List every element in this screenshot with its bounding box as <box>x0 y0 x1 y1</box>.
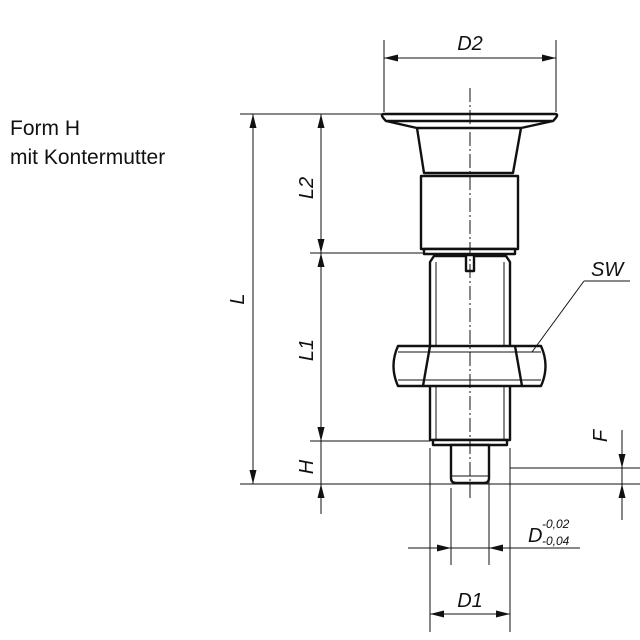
label-d2: D2 <box>457 33 483 55</box>
label-d-tol-upper: -0,02 <box>542 517 570 531</box>
label-h: H <box>296 459 318 474</box>
label-sw: SW <box>591 259 625 281</box>
label-f: F <box>590 428 612 442</box>
dimension-d: D -0,02 -0,04 <box>408 517 580 552</box>
dimension-l2: L2 <box>296 114 325 253</box>
form-subtitle: mit Kontermutter <box>10 146 166 169</box>
label-l1: L1 <box>296 339 318 361</box>
label-l: L <box>227 293 249 304</box>
form-caption: Form H mit Kontermutter <box>10 114 165 172</box>
label-d-tol-lower: -0,04 <box>542 534 570 548</box>
label-d1: D1 <box>457 590 483 612</box>
label-d: D <box>528 525 542 547</box>
dimension-l: L <box>227 114 257 484</box>
dimension-h: H <box>296 411 325 514</box>
dimension-d1: D1 <box>430 590 510 618</box>
extension-lines <box>240 40 640 632</box>
dimension-d2: D2 <box>384 33 556 62</box>
label-l2: L2 <box>296 177 318 199</box>
dimension-l1: L1 <box>296 253 325 441</box>
form-title: Form H <box>10 117 80 140</box>
dimension-f: F <box>590 428 626 520</box>
leader-sw: SW <box>531 259 630 353</box>
